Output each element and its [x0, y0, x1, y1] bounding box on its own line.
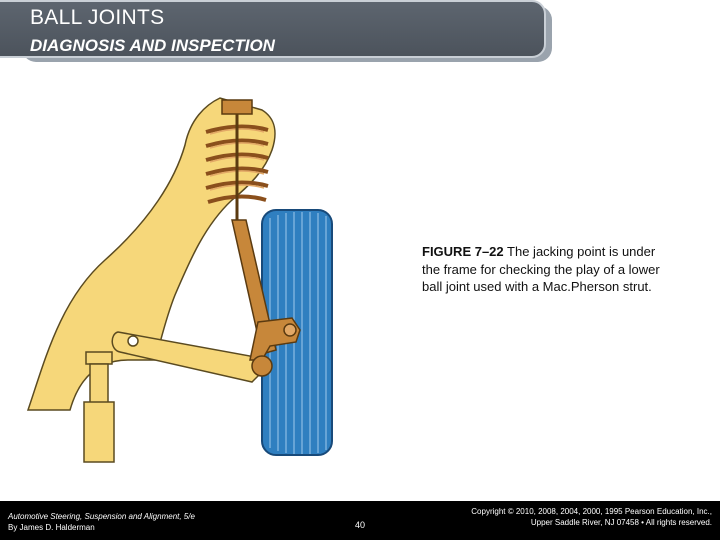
slide-title: BALL JOINTS	[30, 6, 165, 29]
tire-tread	[269, 212, 327, 454]
strut-mount	[221, 99, 253, 115]
suspension-illustration	[0, 60, 400, 500]
copyright-line-1: Copyright © 2010, 2008, 2004, 2000, 1995…	[471, 507, 712, 516]
caption-text: The jacking point is under the frame for…	[422, 244, 660, 294]
banner-bar	[0, 0, 546, 58]
footer-bar: Automotive Steering, Suspension and Alig…	[0, 501, 720, 540]
jack-saddle	[85, 351, 113, 365]
figure-caption: FIGURE 7–22 The jacking point is under t…	[422, 243, 667, 296]
copyright-line-2: Upper Saddle River, NJ 07458 • All right…	[530, 518, 712, 527]
jack-base	[83, 401, 115, 463]
footer-book-info: Automotive Steering, Suspension and Alig…	[8, 511, 195, 533]
arm-pivot	[127, 335, 139, 347]
book-title: Automotive Steering, Suspension and Alig…	[8, 512, 195, 521]
page-number: 40	[355, 520, 366, 530]
hub	[283, 323, 297, 337]
footer-copyright: Copyright © 2010, 2008, 2004, 2000, 1995…	[471, 506, 712, 528]
lower-ball-joint	[251, 355, 273, 377]
figure-label: FIGURE 7–22	[422, 244, 504, 259]
jack-post	[89, 363, 109, 405]
macpherson-strut-drawing	[26, 97, 333, 463]
slide-subtitle: DIAGNOSIS AND INSPECTION	[30, 36, 275, 55]
book-author: By James D. Halderman	[8, 523, 95, 532]
